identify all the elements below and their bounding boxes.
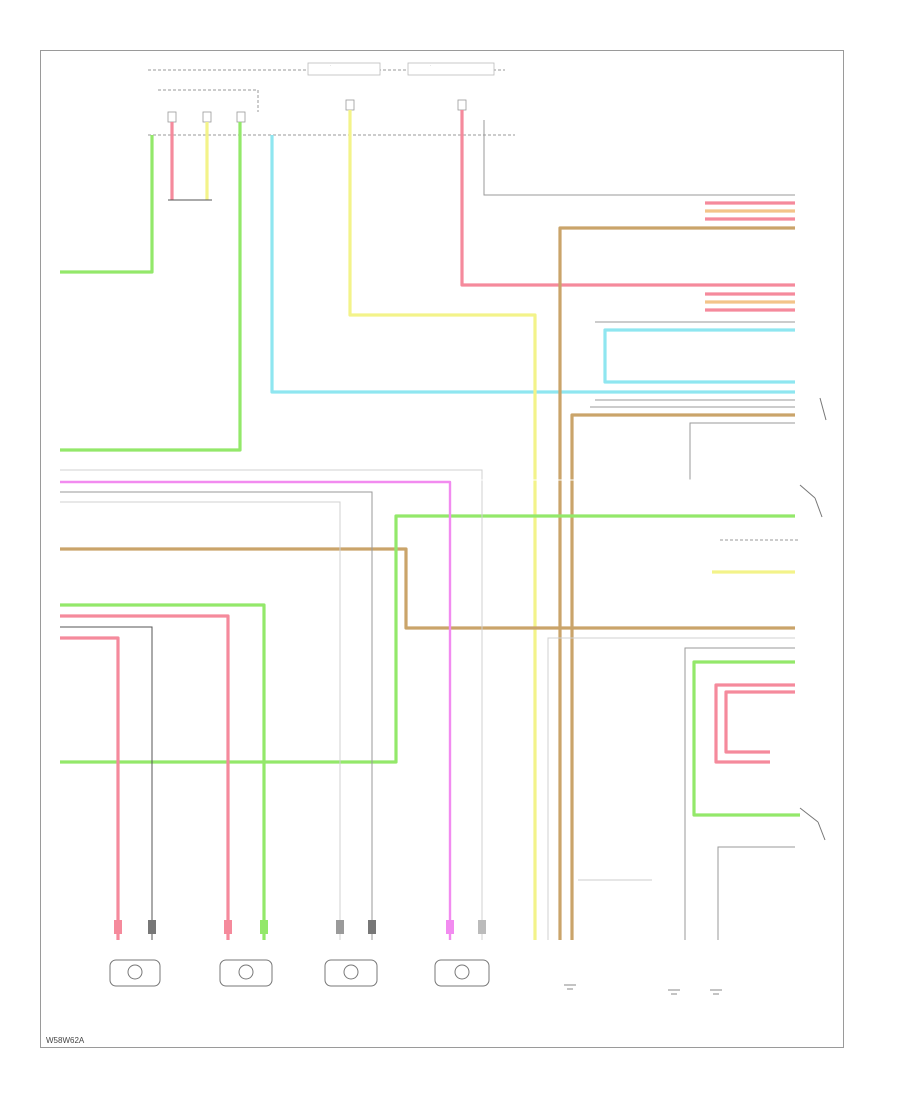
switch-symbols (799, 397, 827, 841)
sensor-left-front (109, 959, 161, 987)
sensor-left-rear (434, 959, 490, 987)
right-connector-stubs (590, 201, 800, 574)
fuse-bus: . . (148, 62, 515, 136)
diagram-code: W58W62A (46, 1036, 85, 1045)
ground-symbols (564, 984, 722, 995)
svg-text:.: . (430, 62, 431, 67)
fuse-group (167, 99, 467, 123)
lower-right-wiring (547, 637, 800, 940)
svg-text:.: . (330, 62, 331, 67)
wheel-speed-sensors (109, 959, 490, 987)
left-harness (60, 469, 795, 940)
light-green-wire-1 (60, 135, 154, 274)
pink-yellow-loop (168, 122, 212, 201)
sensor-right-rear (324, 959, 378, 987)
yellow-wire (348, 110, 537, 940)
cyan-wire (270, 135, 795, 394)
light-green-wire-2 (60, 122, 242, 452)
sensor-wires (60, 603, 266, 940)
tan-wires (60, 226, 795, 940)
sensor-right-front (219, 959, 273, 987)
bottom-connectors (114, 920, 486, 934)
pink-wire (460, 110, 795, 287)
diagram-border (40, 50, 844, 1048)
